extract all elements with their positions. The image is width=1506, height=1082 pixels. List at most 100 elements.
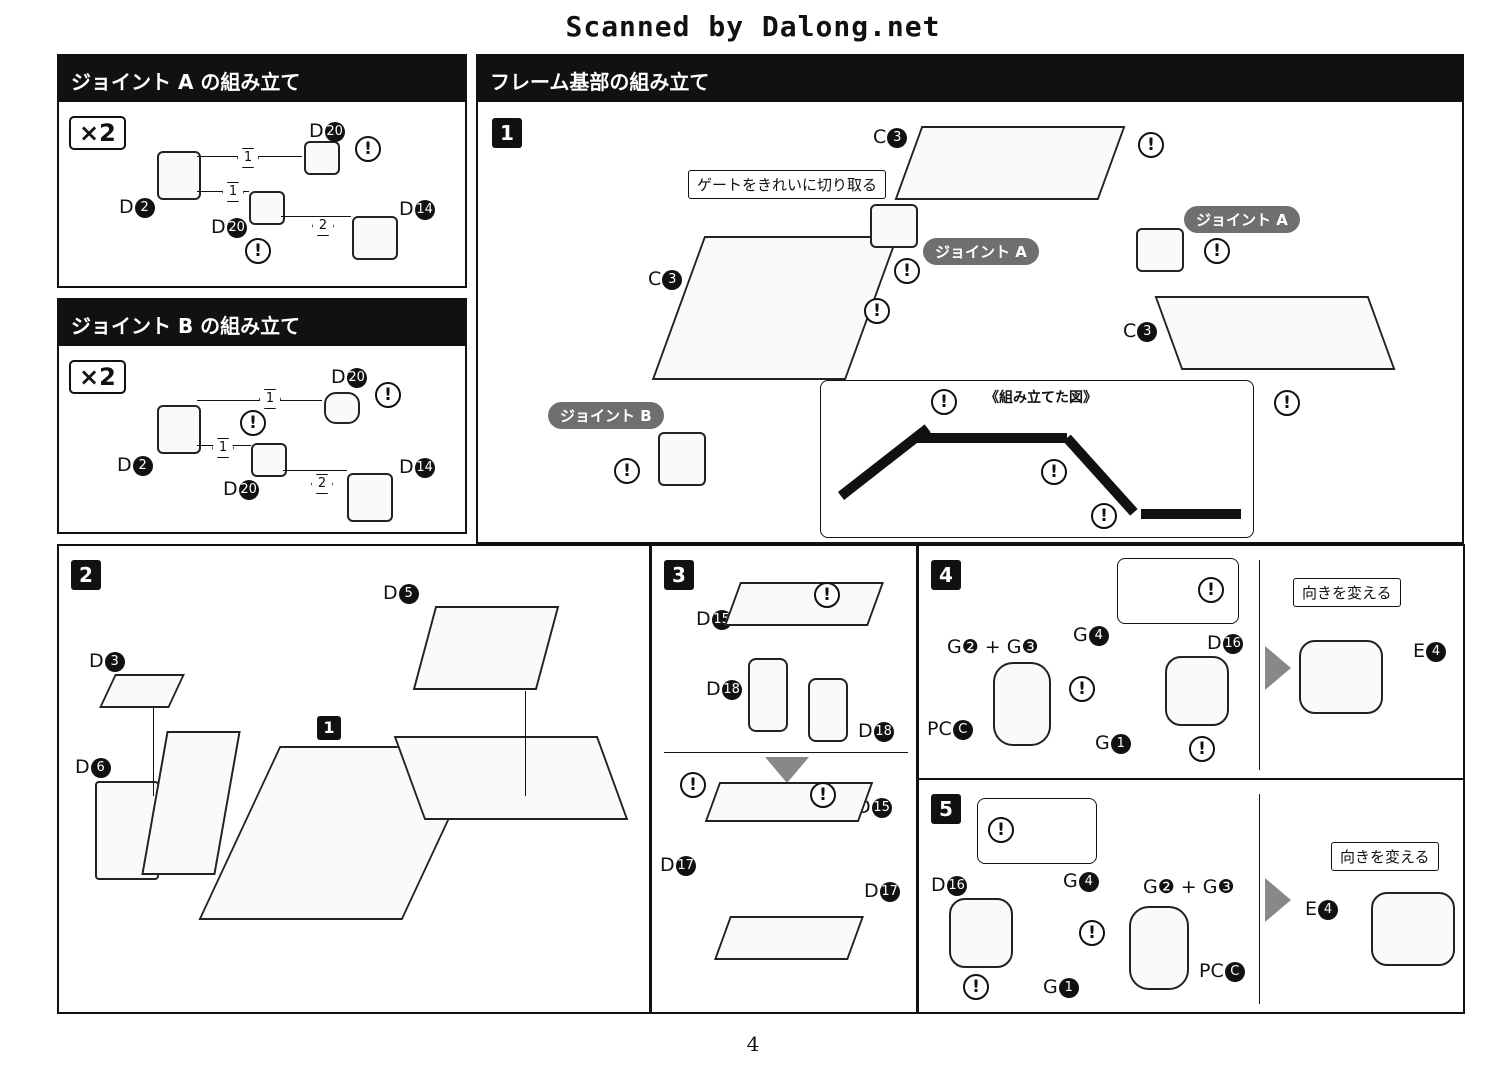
part-g2-g3: G❷ + G❸ (1143, 876, 1235, 898)
page-number: 4 (746, 1032, 760, 1056)
joint-plate-part (352, 216, 398, 260)
warning-icon: ! (245, 238, 271, 264)
warning-icon: ! (1274, 390, 1300, 416)
joint-frame-part (157, 405, 201, 454)
warning-icon: ! (810, 782, 836, 808)
assembled-frame-line (917, 433, 1067, 443)
frame-base-panel: フレーム基部の組み立て 1 ゲートをきれいに切り取る ジョイント A ジョイント… (476, 54, 1464, 544)
connector-line (281, 216, 351, 217)
joint-b-label: ジョイント B (548, 402, 664, 429)
scanner-watermark: Scanned by Dalong.net (565, 10, 941, 43)
frame-assembly-shape (393, 736, 629, 820)
warning-icon: ! (988, 817, 1014, 843)
wheel-part-shape (1165, 656, 1229, 726)
step-hex: 1 (259, 389, 281, 409)
step-hex: 1 (237, 148, 259, 168)
arm-part-shape (723, 582, 885, 626)
connector-line (525, 691, 526, 796)
joint-cube-part (251, 443, 287, 477)
quantity-badge: ×2 (69, 116, 126, 150)
joint-frame-part (157, 151, 201, 200)
joint-a-part (1136, 228, 1184, 272)
joint-plate-part (347, 473, 393, 522)
turn-around-note: 向きを変える (1293, 578, 1401, 607)
assembled-view-box: 《組み立てた図》 ! ! ! (820, 380, 1254, 538)
hub-part-shape (993, 662, 1051, 746)
frame-part-top (894, 126, 1126, 200)
step-number: 1 (492, 118, 522, 148)
warning-icon: ! (1041, 459, 1067, 485)
assembled-frame-line (837, 424, 931, 500)
warning-icon: ! (1198, 577, 1224, 603)
connector-line (197, 400, 322, 401)
down-arrow-icon (765, 757, 809, 783)
warning-icon: ! (931, 389, 957, 415)
part-g2-g3: G❷ + G❸ (947, 636, 1039, 658)
part-d3-shape (99, 674, 185, 708)
frame-base-title: フレーム基部の組み立て (478, 56, 1462, 102)
joint-b-title: ジョイント B の組み立て (59, 300, 465, 346)
part-d15: D15 (856, 796, 892, 818)
warning-icon: ! (355, 136, 381, 162)
step-hex: 1 (222, 182, 244, 202)
warning-icon: ! (894, 258, 920, 284)
divider-line (664, 752, 908, 753)
subassembly-1-badge: 1 (317, 716, 341, 740)
connector-line (283, 470, 347, 471)
turn-around-note: 向きを変える (1331, 842, 1439, 871)
step-number: 4 (931, 560, 961, 590)
warning-icon: ! (864, 298, 890, 324)
joint-a-label: ジョイント A (1184, 206, 1300, 233)
warning-icon: ! (963, 974, 989, 1000)
warning-icon: ! (1138, 132, 1164, 158)
assembled-hub-shape (1299, 640, 1383, 714)
step-number: 2 (71, 560, 101, 590)
assembled-hub-shape (1371, 892, 1455, 966)
arm-part-shape (704, 782, 874, 822)
joint-a-title: ジョイント A の組み立て (59, 56, 465, 102)
frame-part-right (1154, 296, 1396, 370)
right-arrow-icon (1265, 646, 1291, 690)
gate-note: ゲートをきれいに切り取る (688, 170, 887, 199)
arm-part-shape (713, 916, 865, 960)
warning-icon: ! (814, 582, 840, 608)
warning-icon: ! (375, 382, 401, 408)
joint-cube-part (249, 191, 285, 225)
hub-part-shape (1129, 906, 1189, 990)
shock-part-shape (808, 678, 848, 742)
step-hex: 1 (212, 438, 234, 458)
spring-detail-box: ! (1117, 558, 1239, 624)
warning-icon: ! (614, 458, 640, 484)
shock-part-shape (748, 658, 788, 732)
step-number: 3 (664, 560, 694, 590)
divider-line (1259, 794, 1260, 1004)
connector-line (153, 706, 154, 796)
frame-part-left (651, 236, 899, 380)
wheel-part-shape (949, 898, 1013, 968)
divider-line (1259, 560, 1260, 770)
